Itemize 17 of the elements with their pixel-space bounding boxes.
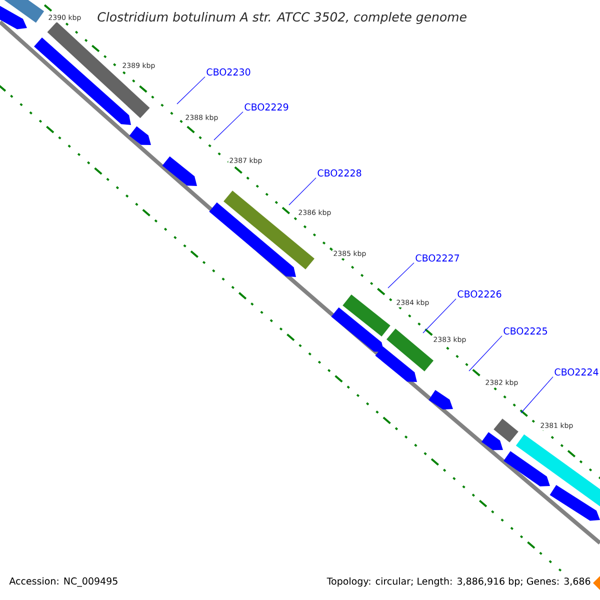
gene-label: CBO2225 [504,327,548,335]
leader-line [422,298,456,334]
leader-line [388,262,414,288]
gene-label: CBO2226 [458,290,502,298]
gene-label: CBO2227 [416,254,460,262]
gene-label: CBO2229 [244,103,288,111]
leader-line [520,376,554,414]
accession-text: Accession: NC_009495 [9,577,118,587]
genome-info-text: Topology: circular; Length: 3,886,916 bp; Genes: 3,686 [326,577,590,587]
gene-label: CBO2224 [554,368,598,376]
leader-line [214,112,244,140]
leader-line [468,336,502,372]
gene-label: CBO2230 [206,68,250,76]
leader-line [288,177,316,206]
title: Clostridium botulinum A str. ATCC 3502, complete genome [98,12,466,24]
leader-line [176,76,206,104]
gene-label: CBO2228 [318,169,362,177]
